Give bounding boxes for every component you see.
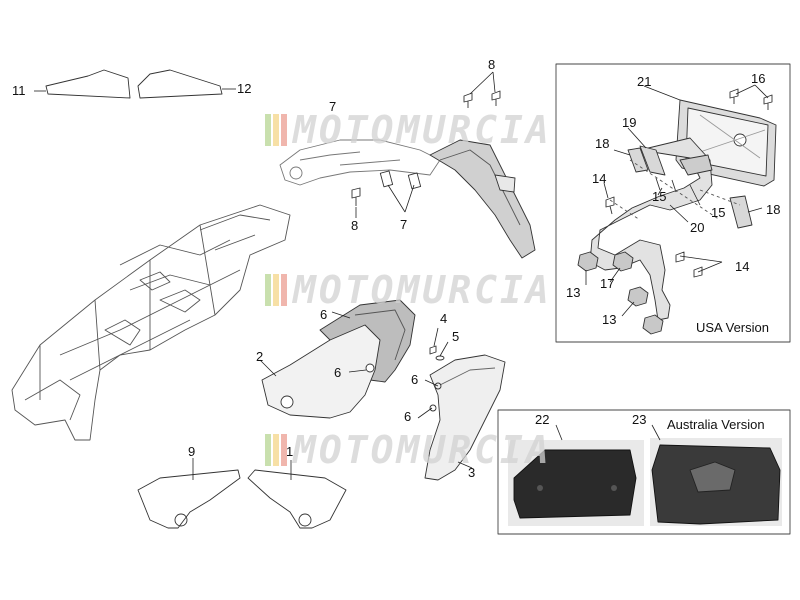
label-2: 2 [256, 349, 264, 364]
part-8-bolts [351, 90, 501, 206]
parts-4-5-6-hardware [429, 345, 445, 412]
part-7-clips [379, 170, 422, 190]
part-10-pad [247, 469, 347, 529]
label-20: 20 [690, 220, 705, 235]
watermark-top: MOTOMURCIA [265, 108, 552, 155]
label-21: 21 [637, 74, 652, 89]
rear-undertail-frame [11, 204, 291, 441]
part-7-bracket [279, 139, 441, 186]
label-1: 1 [286, 444, 294, 459]
label-4: 4 [440, 311, 448, 326]
usa-reflector-19 [639, 145, 666, 176]
usa-reflector-18-left [627, 147, 649, 173]
australia-mudflap-22 [513, 449, 637, 519]
part-2-side-panel [261, 324, 381, 419]
watermark-bottom: MOTOMURCIA [265, 428, 552, 475]
part-3-plate-holder-arm [429, 139, 536, 259]
usa-nuts-13-17 [577, 251, 664, 335]
label-14-upper: 14 [592, 171, 607, 186]
label-7-lower: 7 [400, 217, 408, 232]
label-6-middle: 6 [334, 365, 342, 380]
australia-version-box [497, 409, 791, 535]
part-11-pad [45, 69, 131, 99]
label-9: 9 [188, 444, 196, 459]
leader-lines [34, 71, 769, 480]
label-5: 5 [452, 329, 460, 344]
usa-version-title: USA Version [696, 320, 769, 335]
label-6-bottom: 6 [404, 409, 412, 424]
label-14-lower: 14 [735, 259, 750, 274]
label-18-right: 18 [766, 202, 781, 217]
usa-assembly-guides [609, 159, 741, 221]
part-9-pad [137, 469, 241, 529]
label-11: 11 [12, 83, 26, 98]
label-3: 3 [468, 465, 476, 480]
usa-version-box [555, 63, 791, 343]
label-13-upper: 13 [566, 285, 581, 300]
watermark-middle: MOTOMURCIA [265, 268, 552, 315]
part-3-rear-fender [424, 354, 506, 481]
label-23: 23 [632, 412, 647, 427]
label-8-lower: 8 [351, 218, 359, 233]
label-7-top: 7 [329, 99, 337, 114]
label-13-lower: 13 [602, 312, 617, 327]
label-8-top: 8 [488, 57, 496, 72]
label-12: 12 [237, 81, 252, 96]
label-15-left: 15 [652, 189, 667, 204]
label-6-upper: 6 [320, 307, 328, 322]
label-6-right: 6 [411, 372, 419, 387]
usa-reflector-18-right [729, 195, 753, 229]
label-15-right: 15 [711, 205, 726, 220]
label-19: 19 [622, 115, 637, 130]
australia-version-title: Australia Version [667, 417, 765, 432]
usa-bolts-16 [729, 88, 773, 110]
label-17: 17 [600, 276, 615, 291]
label-16: 16 [751, 71, 766, 86]
usa-bracket-20 [589, 137, 713, 321]
label-18-left: 18 [595, 136, 610, 151]
label-22: 22 [535, 412, 550, 427]
part-12-pad [137, 69, 223, 99]
